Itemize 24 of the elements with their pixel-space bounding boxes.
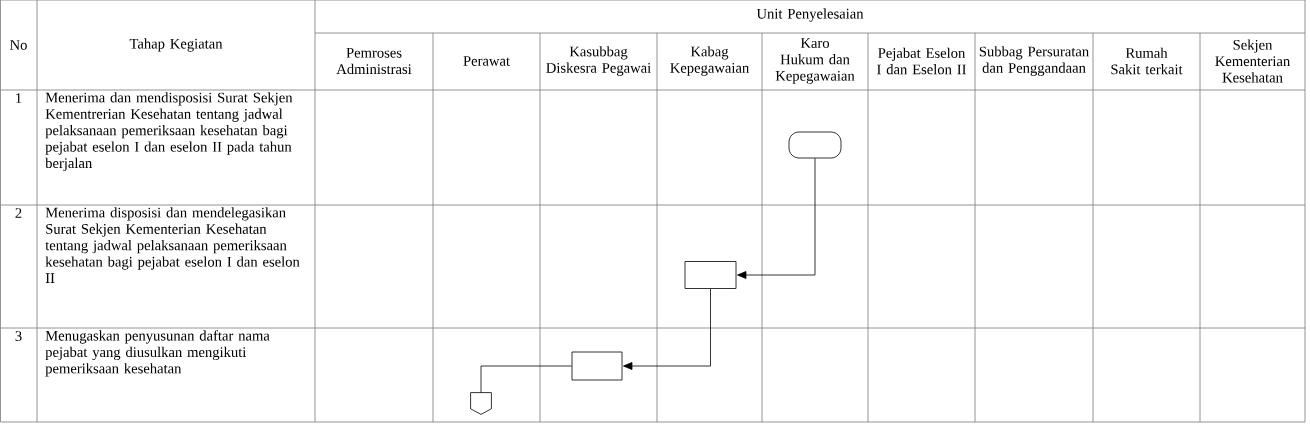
column-header: Kabag Kepegawaian: [670, 46, 749, 76]
step-text: Menerima disposisi dan mendelegasikan Surat Sekjen Kementerian Kesehatan tentang jadwal pelaksanaan pemeriksaan kesehatan bagi pejabat eselon I dan eselon II: [45, 207, 300, 283]
row-number: 3: [15, 331, 22, 341]
column-header: Subbag Persuratan dan Penggandaan: [979, 46, 1089, 76]
column-header: Unit Penyelesaian: [756, 8, 864, 22]
connector-arrow: [737, 158, 816, 279]
terminator: [788, 131, 842, 159]
process-box: [684, 261, 737, 289]
column-header: Pemroses Administrasi: [336, 47, 412, 75]
column-header: No: [10, 40, 27, 50]
column-header: Karo Hukum dan Kepegawaian: [775, 38, 855, 84]
row-number: 2: [15, 208, 22, 218]
column-header: Sekjen Kementerian Kesehatan: [1215, 39, 1290, 83]
off-page-connector: [470, 392, 492, 415]
column-header: Perawat: [463, 56, 510, 66]
step-text: Menerima dan mendisposisi Surat Sekjen Kementrerian Kesehatan tentang jadwal pelaksanaan pemeriksaan kesehatan bagi pejabat eselon I dan eselon II pada tahun berjalan: [45, 92, 293, 172]
step-text: Menugaskan penyusunan daftar nama pejabat yang diusulkan mengikuti pemeriksaan kesehatan: [45, 330, 270, 377]
connector-arrow: [623, 288, 711, 370]
column-header: Pejabat Eselon I dan Eselon II: [877, 47, 966, 75]
column-header: Tahap Kegiatan: [129, 38, 223, 52]
process-box: [571, 351, 623, 381]
column-header: Kasubbag Diskesra Pegawai: [546, 46, 651, 76]
column-header: Rumah Sakit terkait: [1111, 47, 1183, 75]
row-number: 1: [16, 93, 22, 103]
